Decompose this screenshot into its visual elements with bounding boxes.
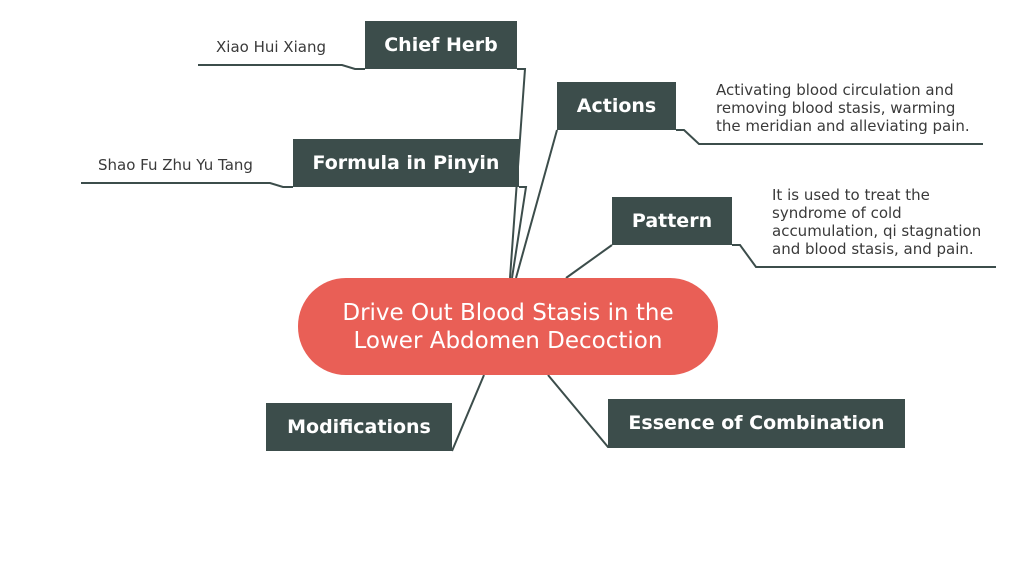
actions-detail-line: Activating blood circulation and [716,81,954,99]
topic-essence-of-combination[interactable]: Essence of Combination [608,399,905,447]
underline-chief-herb [198,64,365,70]
central-topic-line: Drive Out Blood Stasis in the [342,299,674,326]
link-pattern [565,244,613,279]
topic-formula-pinyin[interactable]: Formula in Pinyin [293,139,519,187]
central-topic-line: Lower Abdomen Decoction [353,327,663,354]
link-modifications [451,374,485,452]
link-essence [547,374,905,448]
link-actions [515,129,558,279]
topic-modifications-label: Modifications [287,416,431,438]
topic-chief-herb-label: Chief Herb [384,34,498,56]
topic-actions[interactable]: Actions [557,82,676,130]
actions-detail: Activating blood circulation and removin… [716,81,970,135]
central-topic[interactable]: Drive Out Blood Stasis in the Lower Abdo… [298,278,718,375]
link-formula [511,186,528,279]
actions-detail-line: the meridian and alleviating pain. [716,117,970,135]
topic-essence-label: Essence of Combination [628,412,885,434]
chief-herb-detail: Xiao Hui Xiang [216,38,326,56]
pattern-detail-line: and blood stasis, and pain. [772,240,974,258]
pattern-detail-line: syndrome of cold [772,204,902,222]
pattern-detail-line: accumulation, qi stagnation [772,222,982,240]
topic-actions-label: Actions [576,95,657,117]
pattern-detail-line: It is used to treat the [772,186,930,204]
topic-pattern-label: Pattern [631,210,713,232]
topic-modifications[interactable]: Modifications [266,403,452,451]
formula-pinyin-detail-line: Shao Fu Zhu Yu Tang [98,156,253,174]
underline-pattern [732,244,996,268]
topic-chief-herb[interactable]: Chief Herb [365,21,517,69]
underline-formula [81,182,293,188]
formula-pinyin-detail: Shao Fu Zhu Yu Tang [98,156,253,174]
underline-actions [676,129,983,145]
actions-detail-line: removing blood stasis, warming [716,99,956,117]
chief-herb-detail-line: Xiao Hui Xiang [216,38,326,56]
topic-pattern[interactable]: Pattern [612,197,732,245]
link-chief-herb [509,68,527,279]
topic-formula-pinyin-label: Formula in Pinyin [312,152,500,174]
pattern-detail: It is used to treat the syndrome of cold… [772,186,981,258]
